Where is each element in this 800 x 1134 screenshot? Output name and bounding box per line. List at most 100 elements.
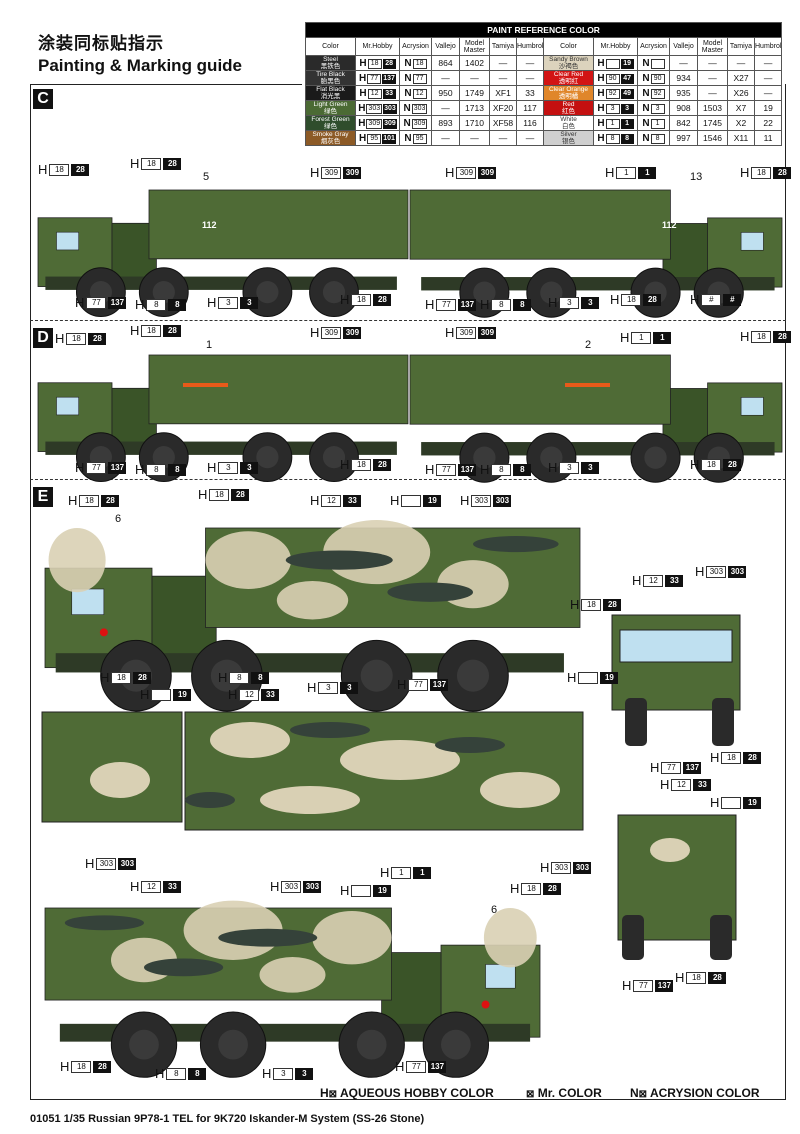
wheel-hub bbox=[540, 281, 563, 304]
callout-h: H bbox=[68, 493, 78, 508]
wheel-hub bbox=[356, 1029, 387, 1060]
wheel-hub bbox=[540, 446, 563, 469]
callout-aqueous-code: 309 bbox=[321, 327, 342, 339]
callout-aqueous-code: 77 bbox=[436, 464, 457, 476]
column-header: Acrysion bbox=[399, 37, 432, 56]
model-master-code: — bbox=[459, 130, 490, 146]
callout-h: H bbox=[710, 795, 720, 810]
callout-aqueous-code: # bbox=[701, 294, 722, 306]
column-header: Acrysion bbox=[637, 37, 670, 56]
callout-aqueous-code: 303 bbox=[96, 858, 117, 870]
callout-mr-color-code: 28 bbox=[743, 752, 762, 764]
color-name-cn: 胎黑色 bbox=[320, 78, 341, 85]
model-master-code: 1749 bbox=[459, 85, 490, 101]
callout-aqueous-code: 12 bbox=[643, 575, 664, 587]
callout-h: H bbox=[650, 760, 660, 775]
column-header: Mr.Hobby bbox=[593, 37, 638, 56]
vallejo-code: — bbox=[431, 70, 460, 86]
callout-mr-color-code: 33 bbox=[343, 495, 362, 507]
callout-mr-color-code: 19 bbox=[373, 885, 392, 897]
callout-h: H bbox=[480, 462, 490, 477]
section-e-label: E bbox=[33, 487, 53, 507]
color-name-cn: 黑铁色 bbox=[320, 63, 341, 70]
callout-mr-color-code: 28 bbox=[773, 167, 792, 179]
callout-h: H bbox=[310, 493, 320, 508]
callout-h: H bbox=[540, 860, 550, 875]
camo-patch bbox=[483, 908, 537, 968]
frame-top bbox=[30, 84, 302, 85]
callout-aqueous-code: 18 bbox=[351, 294, 372, 306]
callout-h: H bbox=[310, 325, 320, 340]
tamiya-code: X27 bbox=[727, 70, 755, 86]
humbrol-code: — bbox=[516, 70, 544, 86]
callout-h: H bbox=[218, 670, 228, 685]
callout-aqueous-code: 18 bbox=[49, 164, 70, 176]
callout-aqueous-code: 77 bbox=[406, 1061, 427, 1073]
callout-h: H bbox=[460, 493, 470, 508]
callout-h: H bbox=[660, 777, 670, 792]
callout-mr-color-code: 3 bbox=[340, 682, 359, 694]
title-english: Painting & Marking guide bbox=[38, 56, 243, 75]
aqueous-code: 1 bbox=[605, 118, 620, 129]
callout-aqueous-code: 1 bbox=[616, 167, 637, 179]
red-star-icon bbox=[99, 628, 108, 637]
color-name: Sandy Brown bbox=[549, 56, 588, 63]
legend-mr-label: Mr. COLOR bbox=[537, 1086, 602, 1100]
humbrol-code: — bbox=[753, 85, 783, 101]
callout-h: H bbox=[548, 460, 558, 475]
callout-mr-color-code: 19 bbox=[173, 689, 192, 701]
callout-aqueous-code: 18 bbox=[141, 325, 162, 337]
callout-mr-color-code: 1 bbox=[638, 167, 657, 179]
acrysion-code: N bbox=[637, 55, 670, 71]
callout-mr-color-code: 309 bbox=[478, 327, 497, 339]
callout-mr-color-code: 19 bbox=[423, 495, 442, 507]
callout-mr-color-code: 19 bbox=[600, 672, 619, 684]
camo-patch bbox=[210, 722, 290, 758]
callout-mr-color-code: 137 bbox=[458, 299, 477, 311]
wheel-hub bbox=[322, 281, 346, 304]
aqueous-code: 95 bbox=[367, 133, 382, 144]
rear-wheel bbox=[710, 915, 732, 960]
callout-aqueous-code: 18 bbox=[721, 752, 742, 764]
callout-h: H bbox=[690, 457, 700, 472]
windshield bbox=[485, 964, 516, 989]
launcher-body bbox=[409, 189, 671, 260]
title-chinese: 涂装同标贴指示 bbox=[38, 34, 164, 53]
callout-mr-color-code: 28 bbox=[773, 331, 792, 343]
callout-aqueous-code: 8 bbox=[146, 464, 167, 476]
column-header: Humbrol bbox=[753, 37, 783, 56]
callout-h: H bbox=[740, 329, 750, 344]
wheel-hub bbox=[218, 1029, 248, 1060]
callout-mr-color-code: 33 bbox=[261, 689, 280, 701]
wheel-hub bbox=[322, 446, 346, 469]
box-icon: ⊠ bbox=[328, 1089, 338, 1100]
wheel-hub bbox=[473, 446, 496, 469]
callout-aqueous-code: 18 bbox=[581, 599, 602, 611]
color-name-cn: 消光黑 bbox=[320, 93, 341, 100]
callout-aqueous-code: 3 bbox=[218, 297, 239, 309]
tamiya-code: X26 bbox=[727, 85, 755, 101]
wheel-hub bbox=[129, 1029, 159, 1060]
vallejo-code: — bbox=[431, 130, 460, 146]
acrysion-number: 303 bbox=[411, 103, 428, 114]
callout-aqueous-code: 1 bbox=[391, 867, 412, 879]
callout-h: H bbox=[425, 297, 435, 312]
color-name-cn: 透明红 bbox=[558, 78, 579, 85]
callout-mr-color-code: 303 bbox=[493, 495, 512, 507]
